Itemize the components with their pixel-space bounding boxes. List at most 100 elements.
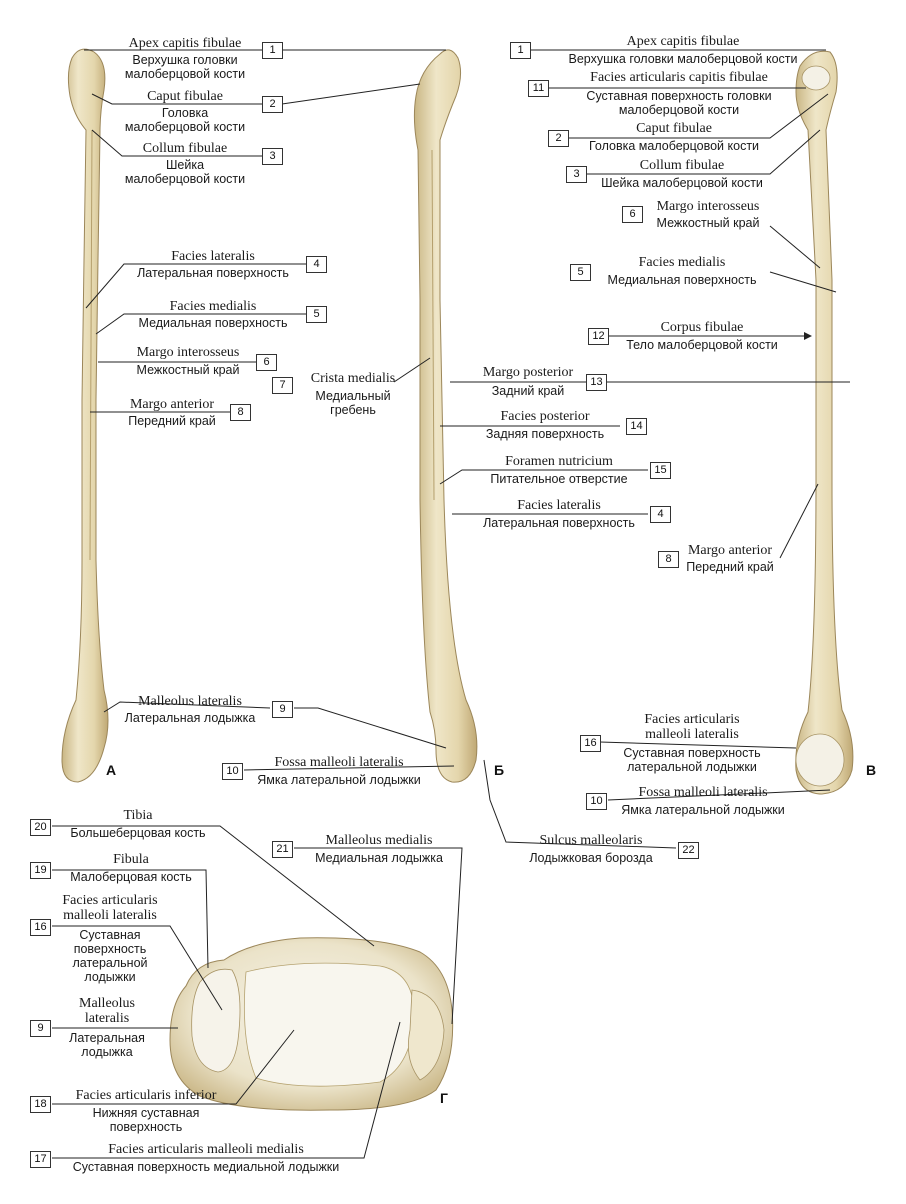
label-margo-anterior-v-rus: Передний край [686,560,774,574]
label-margo-posterior-lat: Margo posterior [482,365,574,380]
label-collum-v-rus: Шейка малоберцовой кости [601,176,763,190]
figure-label-g: Г [440,1090,448,1106]
label-fam-g-lat-1: Facies articularis [62,893,158,908]
label-malleolus-g-rus-2: лодыжка [81,1045,133,1059]
label-fam-v-lat-2: malleoli lateralis [645,727,739,742]
callout-6-v: 6 [622,206,643,223]
label-facies-art-capitis-rus-1: Суставная поверхность головки [586,89,772,103]
label-fai-lat: Facies articularis inferior [75,1088,217,1103]
label-fossa-b-lat: Fossa malleoli lateralis [274,755,404,770]
label-facies-medialis-v-lat: Facies medialis [638,255,726,270]
callout-11: 11 [528,80,549,97]
figure-label-v: В [866,762,877,778]
leader-15 [439,469,648,485]
label-malleolus-lateralis-rus: Латеральная лодыжка [124,711,256,725]
label-facies-lateralis-a-lat: Facies lateralis [171,249,255,264]
label-corpus-rus: Тело малоберцовой кости [626,338,778,352]
callout-9: 9 [272,701,293,718]
label-fam-g-rus-2: поверхность [73,942,147,956]
leader-18 [52,1029,295,1105]
callout-2-v: 2 [548,130,569,147]
label-collum-rus-1: Шейка [165,158,205,172]
callout-3: 3 [262,148,283,165]
label-apex-lat: Apex capitis fibulae [128,36,242,51]
label-fai-rus-2: поверхность [109,1120,183,1134]
callout-12: 12 [588,328,609,345]
callout-16-v: 16 [580,735,601,752]
label-malleolus-medialis-lat: Malleolus medialis [325,833,433,848]
label-margo-interosseus-a-lat: Margo interosseus [136,345,240,360]
label-margo-interosseus-v-rus: Межкостный край [656,216,760,230]
fibula-a-crest [89,129,93,561]
callout-15: 15 [650,462,671,479]
callout-4-a: 4 [306,256,327,273]
label-facies-art-capitis-rus-2: малоберцовой кости [618,103,740,117]
label-fam-g-lat-2: malleoli lateralis [63,908,157,923]
callout-5-a: 5 [306,306,327,323]
leader-7 [393,357,431,383]
leader-5a [95,313,306,335]
label-facies-art-capitis-lat: Facies articularis capitis fibulae [590,70,768,85]
label-fam-g-rus-4: лодыжки [84,970,136,984]
leader-19 [52,869,209,969]
label-apex-v-lat: Apex capitis fibulae [626,34,740,49]
label-caput-v-rus: Головка малоберцовой кости [588,139,760,153]
label-collum-rus-2: малоберцовой кости [124,172,246,186]
leader-10b [243,765,455,771]
label-fossa-v-rus: Ямка латеральной лодыжки [621,803,785,817]
callout-21: 21 [272,841,293,858]
callout-5-v: 5 [570,264,591,281]
label-facies-lateralis-b-rus: Латеральная поверхность [483,516,635,530]
label-fam-v-rus-2: латеральной лодыжки [627,760,757,774]
leader-20 [52,825,375,947]
callout-3-v: 3 [566,166,587,183]
label-caput-rus-2: малоберцовой кости [124,120,246,134]
callout-20: 20 [30,819,51,836]
label-tibia-rus: Большеберцовая кость [70,826,206,840]
label-facies-medialis-a-lat: Facies medialis [169,299,257,314]
leader-2v [568,93,829,139]
leader-17 [52,1021,401,1159]
label-fossa-v-lat: Fossa malleoli lateralis [638,785,768,800]
label-fam-v-lat-1: Facies articularis [644,712,740,727]
label-caput-v-lat: Caput fibulae [636,121,712,136]
label-facies-medialis-a-rus: Медиальная поверхность [138,316,288,330]
leader-8v [779,483,819,559]
callout-17: 17 [30,1151,51,1168]
fibula-v-bone [795,50,854,795]
leader-22 [483,759,677,849]
figure-label-a: А [106,762,117,778]
label-fam-g-rus-1: Суставная [79,928,141,942]
label-foramen-rus: Питательное отверстие [490,472,628,486]
label-malleolus-lateralis-lat: Malleolus lateralis [138,694,242,709]
callout-8-a: 8 [230,404,251,421]
leader-4a [85,263,306,309]
label-famm-rus: Суставная поверхность медиальной лодыжки [72,1160,340,1174]
callout-22: 22 [678,842,699,859]
label-caput-rus-1: Головка [161,106,209,120]
callout-19: 19 [30,862,51,879]
label-margo-interosseus-v-lat: Margo interosseus [656,199,760,214]
leader-16v [599,741,797,749]
fibula-v-articular-malleolus [795,733,845,787]
leader-9 [103,701,447,749]
label-fam-v-rus-1: Суставная поверхность [623,746,761,760]
label-malleolus-g-lat-2: lateralis [84,1011,130,1026]
leader-3 [91,129,262,157]
label-malleolus-g-lat-1: Malleolus [79,996,135,1011]
label-fam-g-rus-3: латеральной [72,956,148,970]
label-margo-anterior-v-lat: Margo anterior [687,543,773,558]
inferior-articular-surface [243,962,415,1087]
label-crista-rus-2: гребень [330,403,376,417]
label-corpus-lat: Corpus fibulae [660,320,744,335]
label-apex-rus-2: малоберцовой кости [124,67,246,81]
leader-3v [586,129,821,175]
label-margo-anterior-a-lat: Margo anterior [129,397,215,412]
label-facies-lateralis-a-rus: Латеральная поверхность [137,266,289,280]
callout-2: 2 [262,96,283,113]
label-margo-posterior-rus: Задний край [491,384,565,398]
callout-16-g: 16 [30,919,51,936]
